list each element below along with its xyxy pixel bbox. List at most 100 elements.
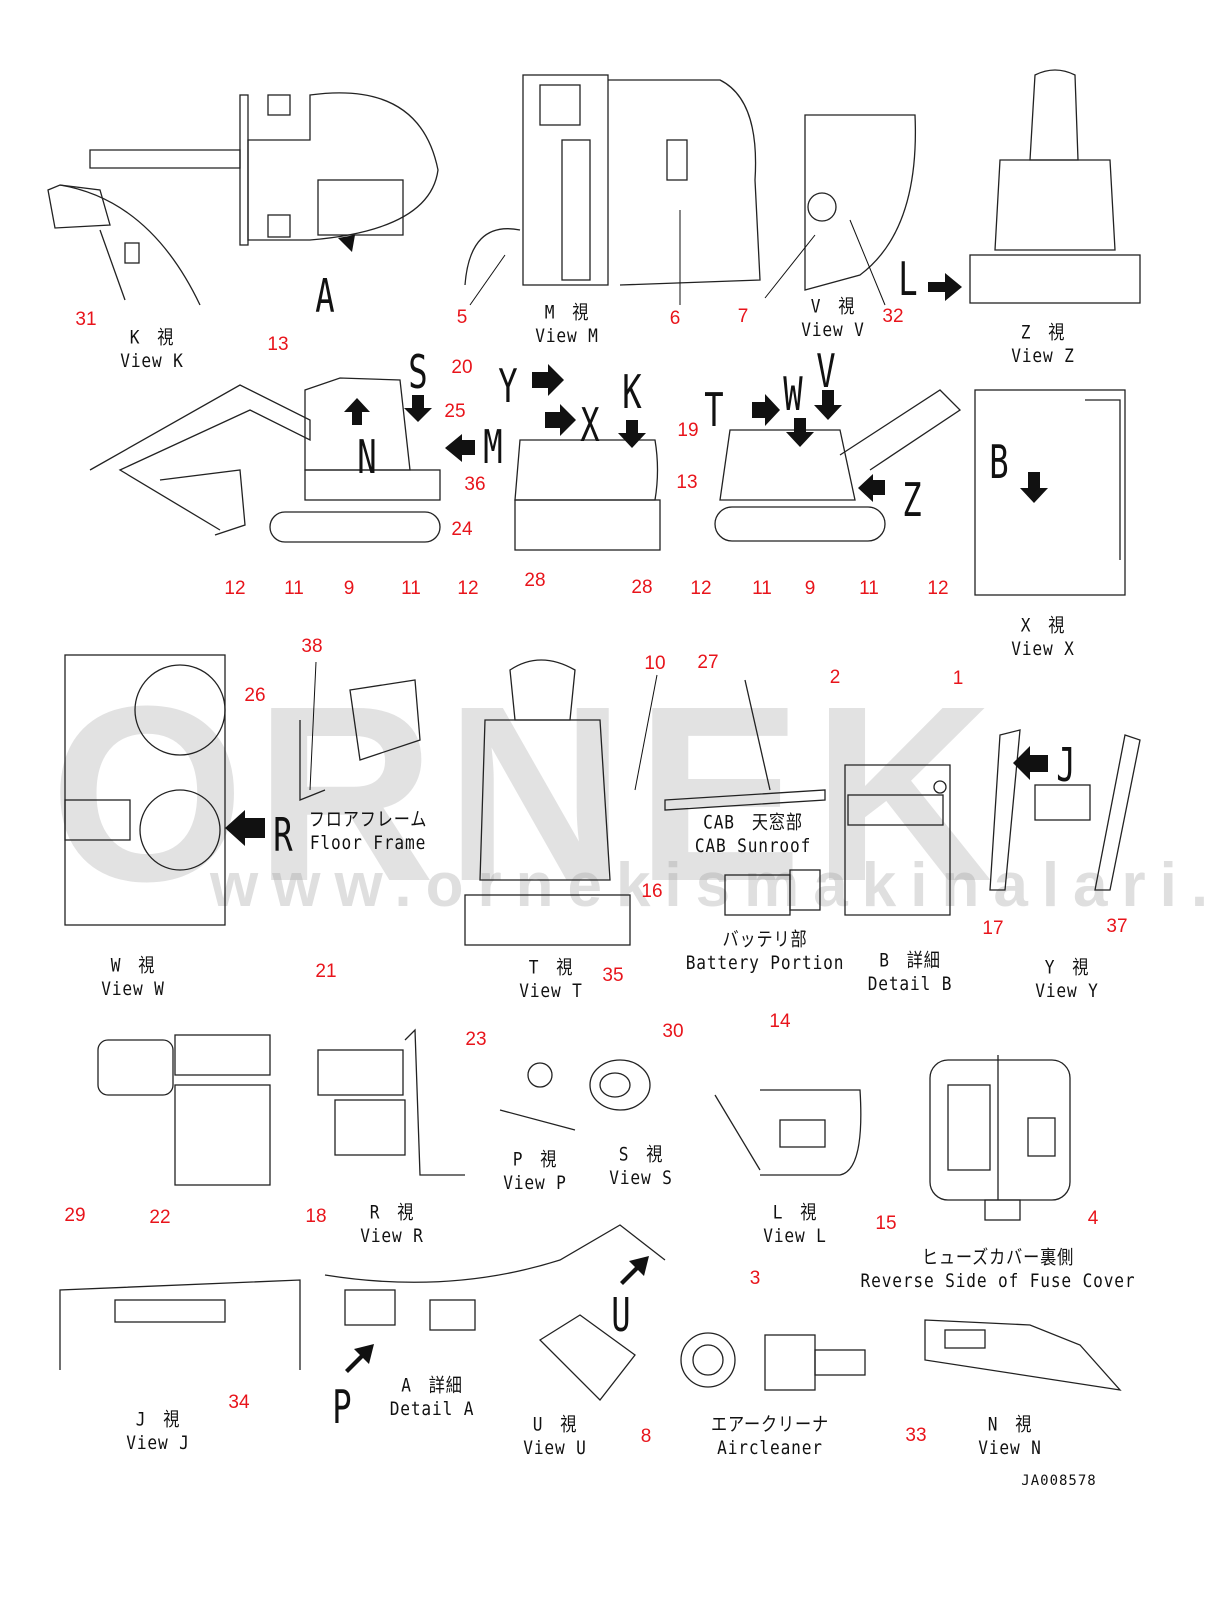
drawing-fuse-cover — [929, 1055, 1071, 1221]
drawing-view-v — [764, 114, 917, 306]
callout-number: 21 — [315, 961, 337, 982]
view-letter: S — [408, 345, 428, 399]
detail-a-jp: A 詳細 — [401, 1374, 463, 1397]
drawing-engine-29-22 — [97, 1034, 271, 1186]
view-v-en: View V — [801, 319, 865, 341]
callout-number: 37 — [1106, 916, 1128, 937]
view-letter: K — [622, 365, 642, 419]
callout-number: 12 — [224, 578, 246, 599]
callout-number: 13 — [676, 472, 698, 493]
callout-number: 20 — [451, 357, 473, 378]
callout-number: 4 — [1087, 1208, 1099, 1229]
view-letter: V — [816, 344, 836, 398]
battery-portion-jp: バッテリ部 — [722, 928, 808, 951]
callout-number: 28 — [631, 577, 653, 598]
view-k-en: View K — [120, 350, 184, 372]
drawing-floor-frame — [299, 661, 421, 801]
drawing-detail-a — [324, 1224, 666, 1373]
callout-number: 27 — [697, 652, 719, 673]
drawing-view-n — [924, 1319, 1122, 1391]
callout-number: 5 — [456, 307, 468, 328]
view-x-en: View X — [1011, 638, 1075, 660]
callout-number: 16 — [641, 881, 663, 902]
drawing-view-l — [714, 1089, 862, 1176]
view-letter: Z — [902, 473, 922, 527]
view-letter: W — [783, 367, 803, 421]
view-n-jp: N 視 — [987, 1413, 1033, 1436]
callout-number: 1 — [952, 668, 964, 689]
view-u-en: View U — [523, 1437, 587, 1459]
callout-number: 31 — [75, 309, 97, 330]
drawing-view-u — [538, 1314, 636, 1401]
callout-number: 18 — [305, 1206, 327, 1227]
callout-number: 32 — [882, 306, 904, 327]
callout-number: 35 — [602, 965, 624, 986]
view-letter: N — [357, 430, 377, 484]
callout-number: 12 — [927, 578, 949, 599]
cab-sunroof-jp: CAB 天窓部 — [703, 811, 803, 834]
callout-number: 22 — [149, 1207, 171, 1228]
view-letter: L — [898, 252, 918, 306]
drawing-excavator-rear — [514, 364, 661, 551]
drawing-view-s — [589, 1059, 651, 1111]
callout-number: 9 — [804, 578, 816, 599]
view-s-jp: S 視 — [618, 1143, 664, 1166]
view-letter: Y — [498, 359, 518, 413]
cab-sunroof-en: CAB Sunroof — [694, 835, 812, 857]
drawing-top-plan — [89, 92, 439, 265]
callout-number: 36 — [464, 474, 486, 495]
battery-portion-en: Battery Portion — [685, 952, 845, 974]
fuse-cover-en: Reverse Side of Fuse Cover — [860, 1270, 1136, 1292]
drawing-view-k — [47, 184, 201, 306]
drawing-excavator-left — [89, 377, 475, 543]
callout-number: 17 — [982, 918, 1004, 939]
detail-b-en: Detail B — [867, 973, 953, 995]
view-m-en: View M — [535, 325, 599, 347]
drawing-detail-b — [844, 764, 951, 916]
drawing-excavator-right — [714, 389, 962, 542]
callout-number: 10 — [644, 653, 666, 674]
callout-number: 33 — [905, 1425, 927, 1446]
drawing-battery — [724, 869, 821, 916]
drawing-view-t-seat — [464, 659, 658, 946]
callout-number: 8 — [640, 1426, 652, 1447]
drawing-view-w — [64, 654, 265, 926]
view-letter: J — [1056, 738, 1076, 792]
callout-number: 6 — [669, 308, 681, 329]
view-y-en: View Y — [1035, 980, 1099, 1002]
callout-number: 2 — [829, 667, 841, 688]
callout-number: 34 — [228, 1392, 250, 1413]
callout-number: 26 — [244, 685, 266, 706]
callout-number: 14 — [769, 1011, 791, 1032]
drawing-view-x — [974, 389, 1126, 596]
callout-number: 11 — [284, 578, 304, 599]
callout-number: 3 — [749, 1268, 761, 1289]
callout-number: 38 — [301, 636, 323, 657]
callout-number: 15 — [875, 1213, 897, 1234]
view-p-en: View P — [503, 1172, 567, 1194]
detail-b-jp: B 詳細 — [879, 949, 941, 972]
view-x-jp: X 視 — [1020, 614, 1066, 637]
view-letter: T — [704, 383, 724, 437]
callout-number: 28 — [524, 570, 546, 591]
drawing-view-j — [59, 1279, 301, 1370]
view-j-jp: J 視 — [135, 1408, 181, 1431]
callout-number: 12 — [457, 578, 479, 599]
view-letter: U — [611, 1288, 631, 1342]
view-letter: R — [273, 808, 293, 862]
callout-number: 25 — [444, 401, 466, 422]
callout-number: 29 — [64, 1205, 86, 1226]
callout-number: 12 — [690, 578, 712, 599]
callout-number: 19 — [677, 420, 699, 441]
callout-number: 30 — [662, 1021, 684, 1042]
view-m-jp: M 視 — [544, 301, 590, 324]
callout-number: 7 — [737, 306, 749, 327]
view-letter: A — [315, 269, 335, 323]
view-r-jp: R 視 — [369, 1201, 415, 1224]
view-w-en: View W — [101, 978, 165, 1000]
watermark-url: www.ornekismakinalari.com.tr — [210, 851, 1221, 920]
floor-frame-jp: フロアフレーム — [308, 808, 428, 831]
view-letter: X — [580, 398, 600, 452]
